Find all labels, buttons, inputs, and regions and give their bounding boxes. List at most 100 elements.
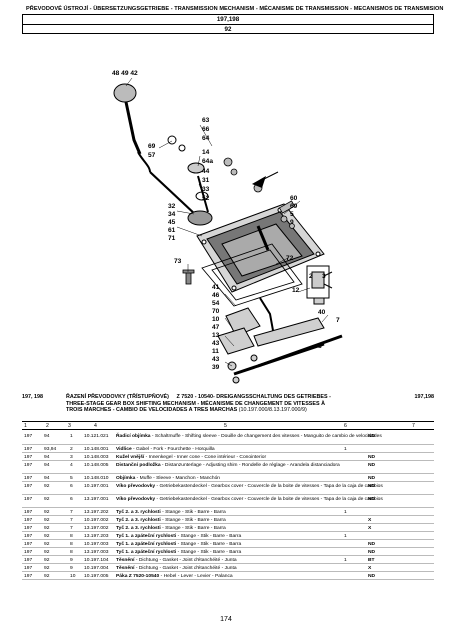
group-cell: 92 xyxy=(44,496,50,502)
description-cell: Víko převodovky - Getriebekastendeckel -… xyxy=(116,484,383,490)
part-name-translations: - Stange - Stik - Barre - Barra xyxy=(160,509,226,515)
model-cell: 197 xyxy=(24,573,33,579)
column-number: 5 xyxy=(224,423,227,429)
model-cell: 197 xyxy=(24,525,33,531)
model-number: 197,198 xyxy=(23,15,433,25)
callout-label: 41 xyxy=(212,284,220,291)
callout-label: 44 xyxy=(202,168,210,175)
description-cell: Řadicí objímka - Schaltmuffe - Shifting … xyxy=(116,434,382,440)
callout-label: 45 xyxy=(168,219,176,226)
group-cell: 94 xyxy=(44,462,50,468)
page-number: 174 xyxy=(220,616,232,623)
callout-label: 14 xyxy=(202,149,210,156)
part-name-translations: - Innenkegel - Inner cone - Cone intérie… xyxy=(144,454,267,460)
position-cell: 9 xyxy=(70,565,73,571)
section-title-cz: ŘAZENÍ PŘEVODOVKY (TŘÍSTUPŇOVÉ) xyxy=(66,394,169,400)
quantity-cell: 1 xyxy=(344,509,347,515)
note-cell: ND xyxy=(368,496,376,502)
part-number-cell: 10.197.004 xyxy=(84,565,109,571)
group-cell: 92 xyxy=(44,509,50,515)
quantity-cell: 1 xyxy=(344,533,347,539)
exploded-diagram: 48 49 42 63 66 64 69 57 14 64a 44 31 33 … xyxy=(22,36,434,388)
model-cell: 197 xyxy=(24,509,33,515)
callout-label: 70 xyxy=(212,308,220,315)
callout-label: 46 xyxy=(212,292,220,299)
group-cell: 92 xyxy=(44,533,50,539)
callout-label: 7 xyxy=(336,317,340,324)
position-cell: 7 xyxy=(70,525,73,531)
column-number: 2 xyxy=(46,423,49,429)
position-cell: 8 xyxy=(70,541,73,547)
section-title-line-1: ŘAZENÍ PŘEVODOVKY (TŘÍSTUPŇOVÉ) Z 7520 -… xyxy=(66,394,396,401)
callout-label: 43 xyxy=(212,356,220,363)
part-number-cell: 13.197.203 xyxy=(84,533,109,539)
group-cell: 92 xyxy=(44,483,50,489)
callout-labels: 48 49 42 63 66 64 69 57 14 64a 44 31 33 … xyxy=(112,70,340,371)
bolt-73-drawing xyxy=(182,269,195,285)
callout-label: 39 xyxy=(212,364,220,371)
part-name-cz: Tyč 2. a 3. rychlosti xyxy=(116,509,161,515)
note-cell: ND xyxy=(368,483,376,489)
callout-label: 69 xyxy=(290,203,298,210)
description-cell: Tyč 1. a zpáteční rychlosti - Stange - S… xyxy=(116,550,348,556)
callout-label: 31 xyxy=(202,177,210,184)
part-number-cell: 10.197.002 xyxy=(84,517,109,523)
position-cell: 9 xyxy=(70,557,73,563)
model-cell: 197 xyxy=(24,496,33,502)
part-name-cz: Tyč 1. a zpáteční rychlosti xyxy=(116,541,177,547)
part-name-translations: - Getriebekastendeckel - Gearbox cover -… xyxy=(155,496,383,502)
part-number-cell: 10.148.001 xyxy=(84,446,109,452)
fork-and-rod-drawing xyxy=(217,297,343,384)
callout-label: 32 xyxy=(168,203,176,210)
part-number-cell: 10.121.021 xyxy=(84,433,109,439)
description-cell: Tyč 2. a 3. rychlosti - Stange - Stik - … xyxy=(116,510,348,516)
column-number: 4 xyxy=(94,423,97,429)
group-cell: 94 xyxy=(44,475,50,481)
description-cell: Víko převodovky - Getriebekastendeckel -… xyxy=(116,496,383,503)
part-name-translations: - Stange - Stik - Barre - Barra xyxy=(160,525,226,531)
part-number-cell: 13.197.003 xyxy=(84,549,109,555)
model-cell: 197 xyxy=(24,433,33,439)
description-cell: Kužel vnější - Innenkegel - Inner cone -… xyxy=(116,455,348,461)
part-name-translations: - Muffe - Sleeve - Manchon - Manchón xyxy=(135,475,221,481)
part-number-cell: 10.148.010 xyxy=(84,475,109,481)
part-number-cell: 13.197.002 xyxy=(84,525,109,531)
callout-label: 72 xyxy=(286,255,294,262)
part-name-translations: - Dichtung - Gasket - Joint d'étanchéité… xyxy=(134,565,237,571)
column-number: 1 xyxy=(24,423,27,429)
description-cell: Těsnění - Dichtung - Gasket - Joint d'ét… xyxy=(116,566,348,572)
part-name-cz: Těsnění xyxy=(116,565,135,571)
description-cell: Distanční podložka - Distanzunterlage - … xyxy=(116,463,348,469)
part-name-cz: Páka Z 7520-10540 xyxy=(116,573,160,579)
note-cell: ND xyxy=(368,462,376,468)
part-name-cz: Tyč 2. a 3. rychlosti xyxy=(116,525,161,531)
model-cell: 197 xyxy=(24,557,33,563)
section-model: 197, 198 xyxy=(22,394,43,400)
page-header-title: PŘEVODOVÉ ÚSTROJÍ - ÜBERSETZUNGSGETRIEBE… xyxy=(26,6,444,12)
note-cell: ND xyxy=(368,549,376,555)
part-name-cz: Víko převodovky xyxy=(116,496,156,502)
group-cell: 92 xyxy=(44,573,50,579)
position-cell: 1 xyxy=(70,433,73,439)
column-number-row: 1 2 3 4 5 6 7 xyxy=(22,421,434,430)
group-cell: 92 xyxy=(44,549,50,555)
callout-label: 34 xyxy=(168,211,176,218)
part-name-cz: Distanční podložka xyxy=(116,462,161,468)
note-cell: ND xyxy=(368,475,376,481)
part-number-cell: 10.148.005 xyxy=(84,462,109,468)
callout-label: 61 xyxy=(168,227,176,234)
position-cell: 7 xyxy=(70,509,73,515)
group-number: 92 xyxy=(224,26,232,33)
position-cell: 6 xyxy=(70,496,73,502)
model-cell: 197 xyxy=(24,483,33,489)
inset-detail-drawing xyxy=(306,265,333,299)
column-number: 7 xyxy=(412,423,415,429)
callout-label: 48 49 42 xyxy=(112,70,138,77)
